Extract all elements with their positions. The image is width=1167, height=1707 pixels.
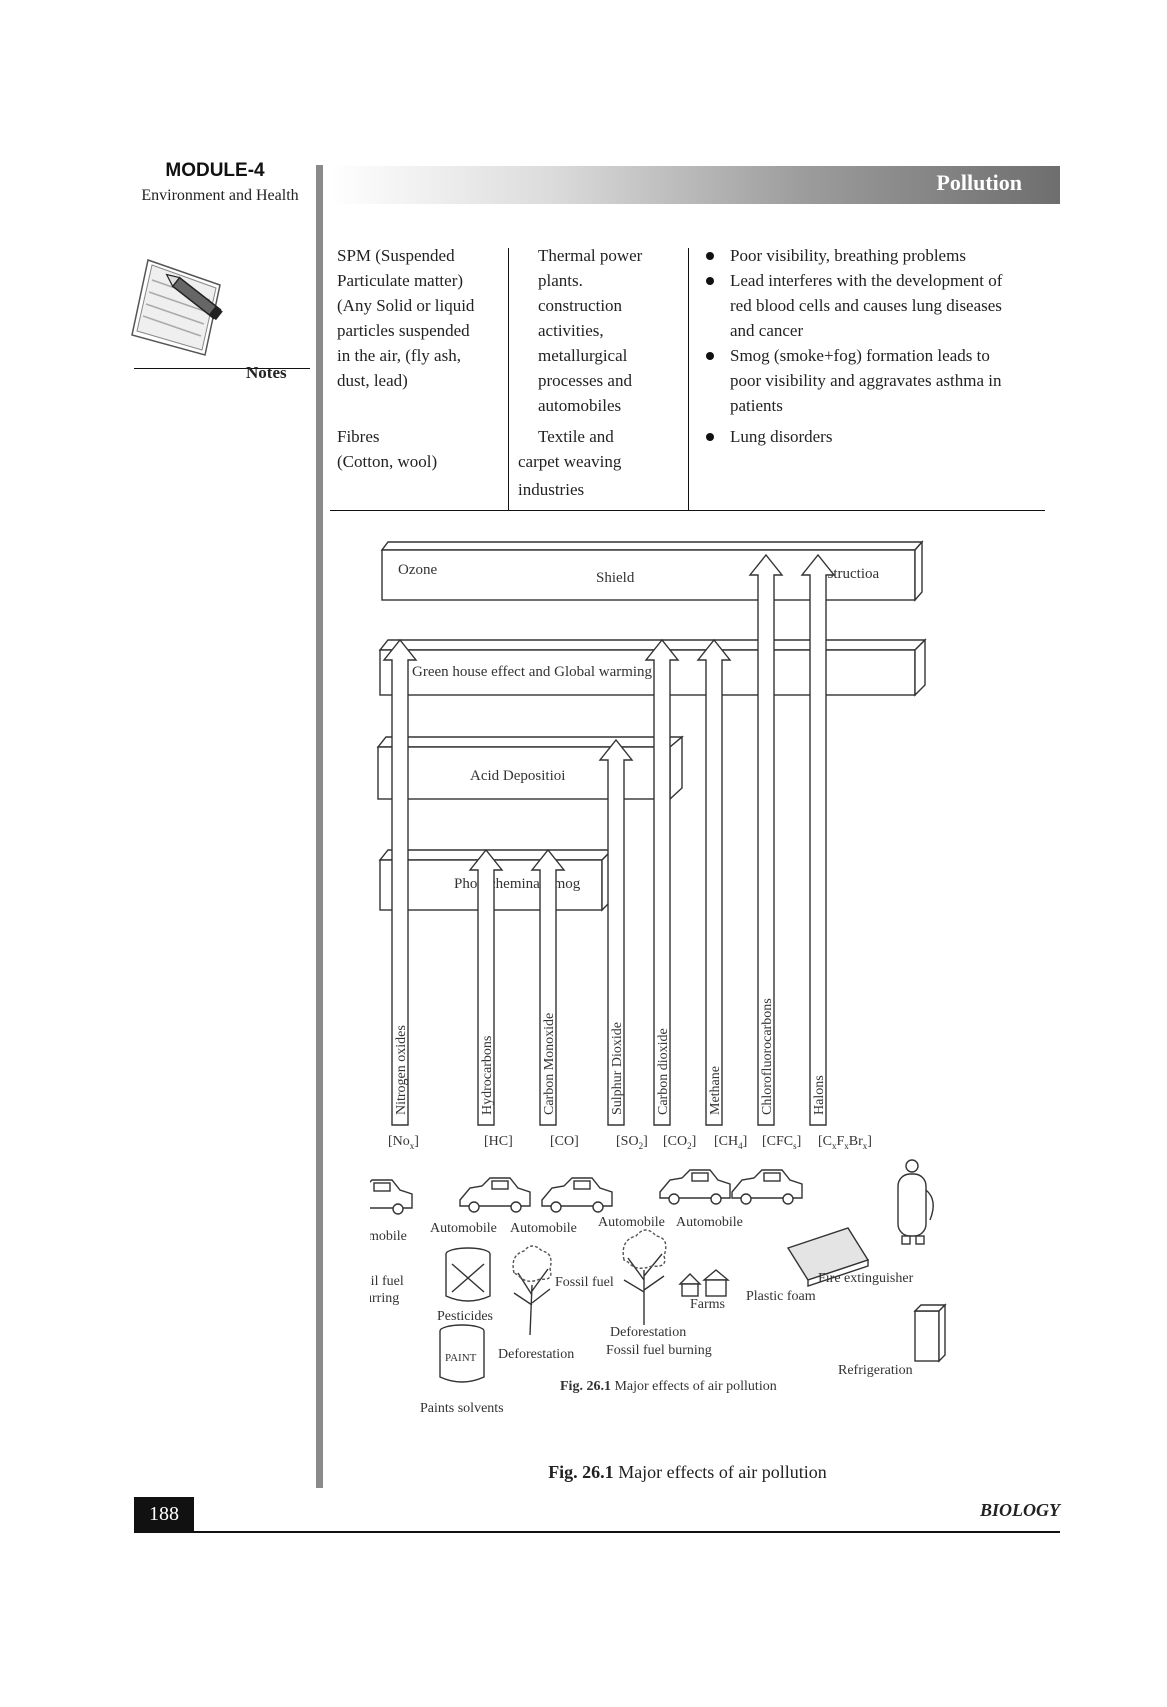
margin-divider [316,165,323,1488]
ozone-box: Ozone Shield Destructioa [380,540,924,602]
formula-cfc: [CFCs] [762,1134,801,1151]
plastic-foam-icon [786,1227,870,1287]
effect-item: Poor visibility, breathing problems [702,243,1022,268]
arrow-label: Chlorofluorocarbons [760,998,775,1115]
fire-extinguisher-icon [897,1159,934,1245]
pollutant-cell: Fibres (Cotton, wool) [337,427,438,471]
notes-label: Notes [246,363,287,382]
effect-item: Lung disorders [702,424,1022,449]
pollutant-cell: SPM (Suspended Particulate matter) (Any … [337,246,475,390]
arrow-label: Hydrocarbons [480,1036,495,1115]
table-column-divider [688,248,689,510]
farm-icon [678,1269,730,1297]
arrow-label: Methane [708,1066,723,1115]
formula-co: [CO] [550,1134,579,1149]
source-fire-extinguisher: Fire extinguisher [818,1271,914,1286]
page-number: 188 [134,1497,194,1532]
effects-cell: Poor visibility, breathing problems Lead… [702,243,1022,418]
source-automobile: Automobile [370,1229,407,1244]
arrow-3 [530,848,566,1126]
smog-label: Photocheminal smog [454,876,581,892]
module-subtitle: Environment and Health [141,187,299,204]
effects-cell: Lung disorders [702,424,1022,449]
source-fossil-fuel-burning: Fossil fuel burning [606,1343,712,1358]
source-fossil-fuel: Fossil fuel [555,1275,614,1290]
ozone-label: Ozone [398,562,437,578]
source-deforestation: Deforestation [610,1325,686,1340]
greenhouse-label: Green house effect and Global warming [412,664,653,680]
formula-co2: [CO2] [663,1134,696,1151]
arrow-1 [382,638,418,1126]
effect-item: Lead interferes with the development of … [702,268,1022,343]
arrow-2 [468,848,504,1126]
chapter-title: Pollution [936,170,1022,195]
source-cell: Textile and carpet weaving industries [518,427,622,499]
source-pesticides: Pesticides [437,1309,493,1324]
source-paints-solvents: Paints solvents [420,1401,504,1416]
formula-hc: [HC] [484,1134,513,1149]
source-fossil-fuel: burring [370,1291,399,1306]
arrow-label: Carbon Monoxide [542,1013,557,1115]
module-title: MODULE-4 [165,160,265,181]
diagram-inner-caption: Fig. 26.1 Major effects of air pollution [560,1379,777,1394]
acid-deposition-label: Acid Depositioi [470,768,565,784]
table-bottom-rule [330,510,1045,511]
table-row: SPM (Suspended Particulate matter) (Any … [337,243,474,393]
arrow-6 [696,638,732,1126]
car-icon [541,1177,613,1213]
source-plastic-foam: Plastic foam [746,1289,816,1304]
arrow-label: Nitrogen oxides [394,1025,409,1115]
notes-pencil-icon [131,259,223,356]
arrow-5 [644,638,680,1126]
car-icon [370,1179,413,1215]
refrigerator-icon [913,1303,947,1363]
table-column-divider [508,248,509,510]
acid-deposition-box: Acid Depositioi [376,735,684,801]
source-fossil-fuel: Fossil fuel [370,1274,404,1289]
tree-icon [622,1229,667,1325]
source-cell: Thermal power plants. construction activ… [538,246,643,415]
book-title: BIOLOGY [980,1500,1060,1520]
source-deforestation: Deforestation [498,1347,574,1362]
greenhouse-box: Green house effect and Global warming [378,638,927,697]
pollutant-arrows: Nitrogen oxides Hydrocarbons Carbon Monoxi… [382,553,836,1126]
footer-rule [134,1531,1060,1533]
chapter-banner: Pollution [330,166,1060,204]
arrow-8 [800,553,836,1126]
car-icon [731,1169,803,1205]
car-icon [459,1177,531,1213]
paint-can-text: PAINT [445,1352,477,1364]
smog-box: Photocheminal smog [378,848,614,912]
arrow-label: Carbon dioxide [656,1028,671,1115]
pesticide-can-icon [445,1247,491,1302]
formula-ch4: [CH4] [714,1134,747,1151]
source-refrigeration: Refrigeration [838,1363,913,1378]
figure-caption: Fig. 26.1 Major effects of air pollution [548,1462,827,1482]
source-automobile: Automobile [676,1215,743,1230]
source-automobile: Automobile [598,1215,665,1230]
arrow-label: Sulphur Dioxide [610,1022,625,1115]
car-icon [659,1169,731,1205]
air-pollution-diagram: Ozone Shield Destructioa Green house eff… [370,540,947,1416]
arrow-7 [748,553,784,1126]
effect-item: Smog (smoke+fog) formation leads to poor… [702,343,1022,418]
source-automobile: Automobile [430,1221,497,1236]
paint-can-icon: PAINT [439,1324,485,1383]
source-automobile: Automobile [510,1221,577,1236]
arrow-label: Halons [812,1075,827,1115]
source-farms: Farms [690,1297,725,1312]
tree-icon [512,1245,552,1336]
arrow-4 [598,738,634,1126]
formula-halons: [CxFxBrx] [818,1134,872,1151]
notes-underline [134,368,310,369]
formula-nox: [Nox] [388,1134,419,1151]
formula-so2: [SO2] [616,1134,648,1151]
shield-label: Shield [596,570,635,586]
